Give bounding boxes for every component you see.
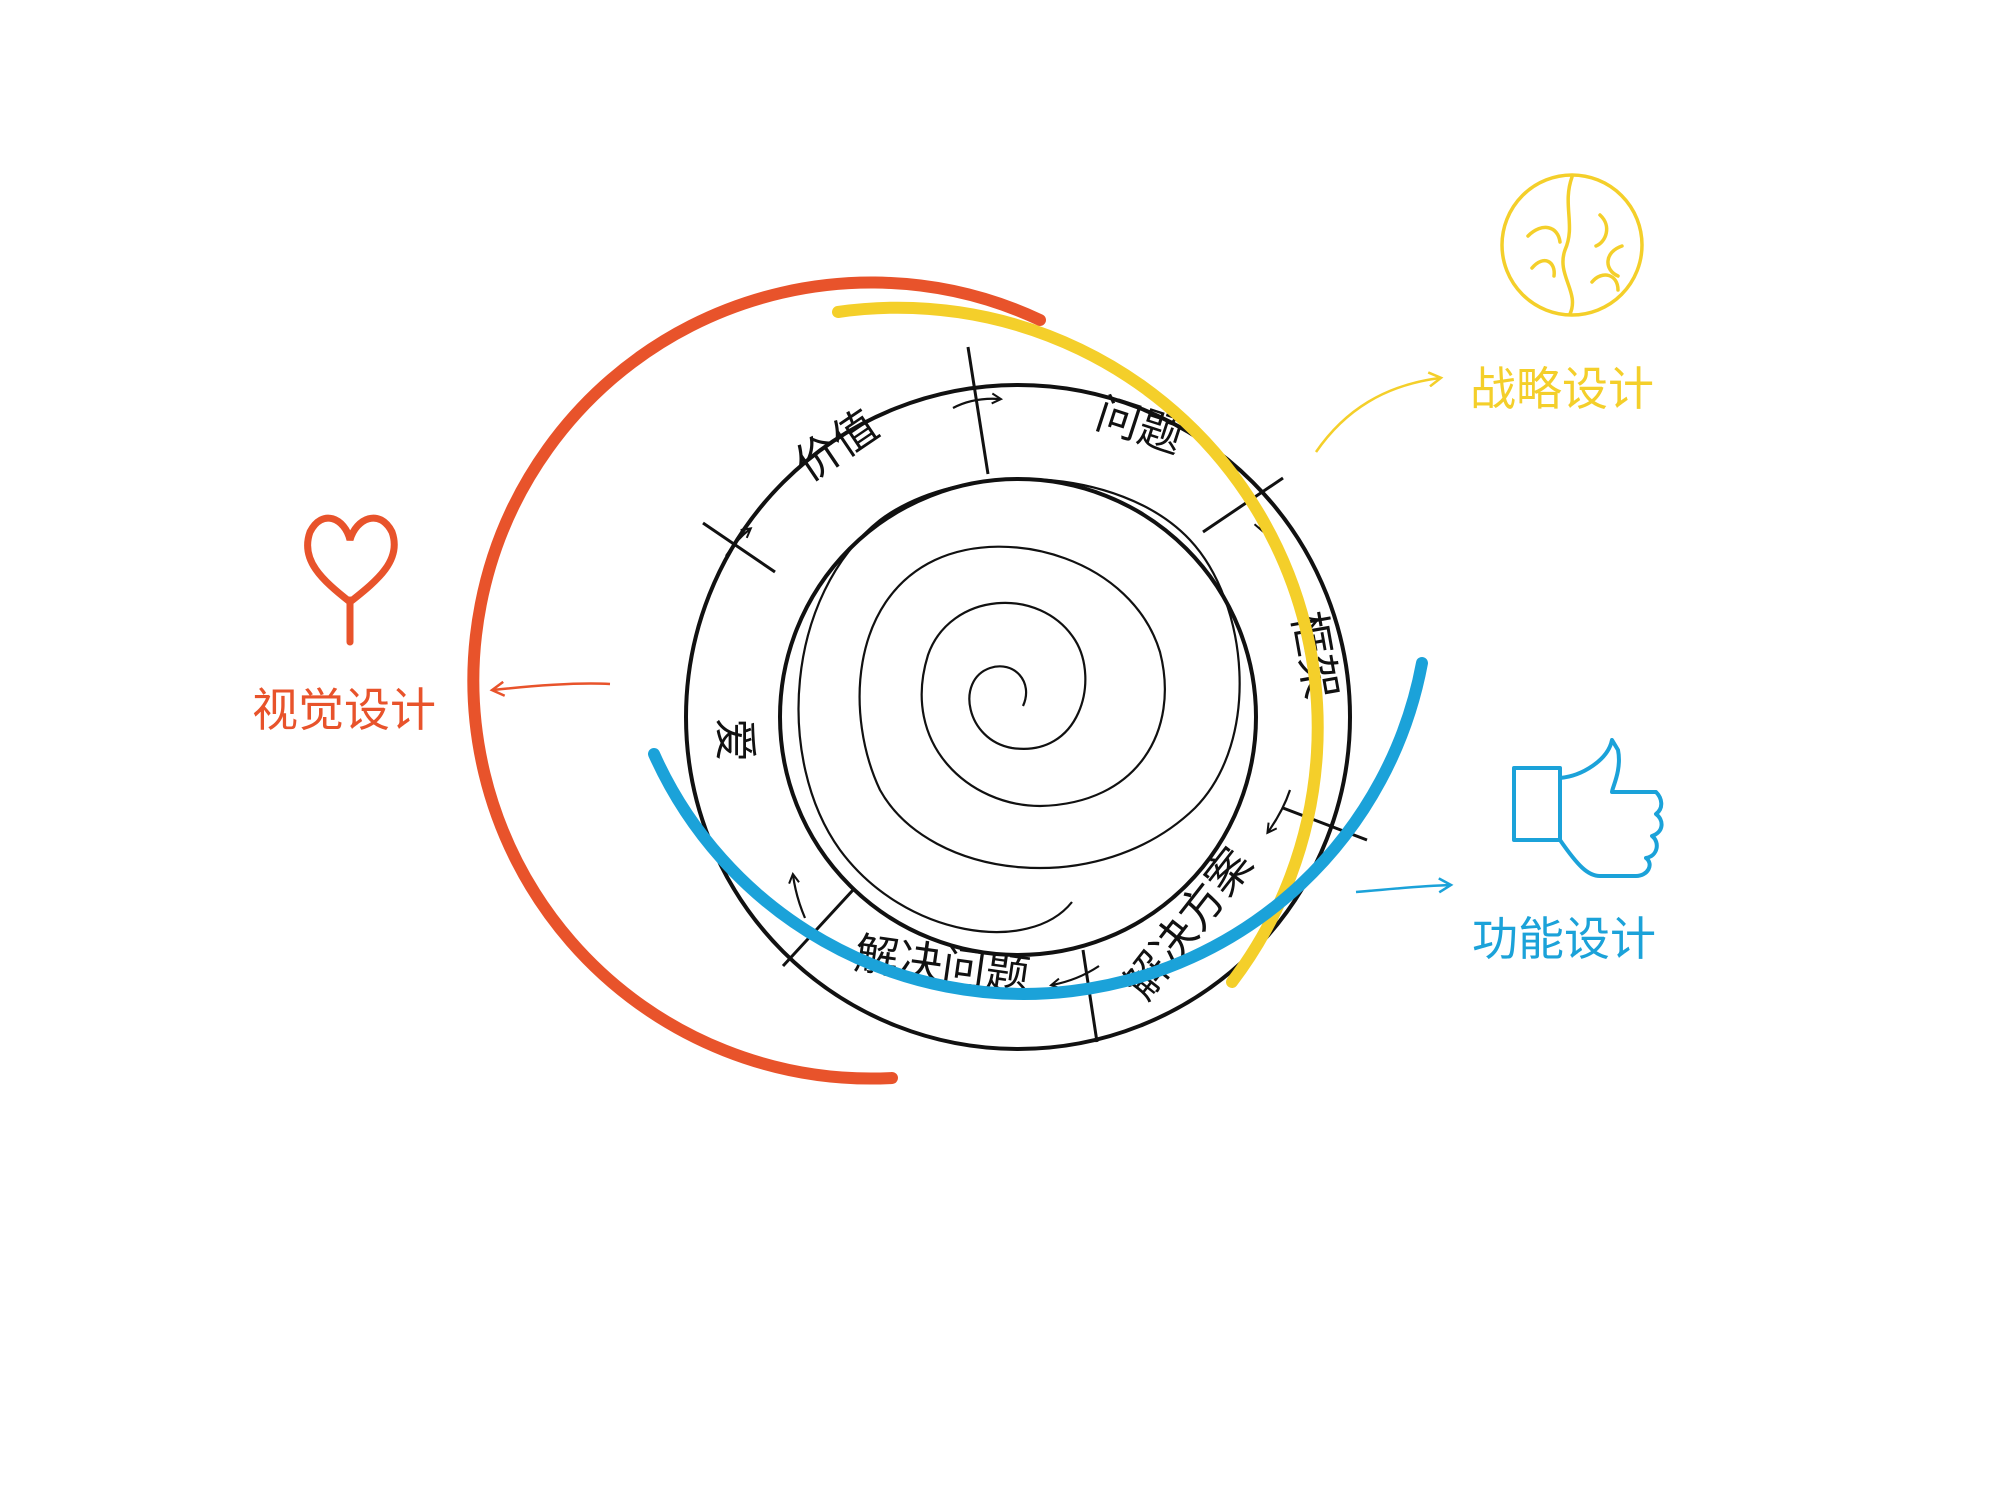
outer-ring xyxy=(684,383,1352,1051)
strategic-connector xyxy=(1314,378,1440,453)
functional-caption: 功能设计 xyxy=(1472,912,1656,966)
inner-ring xyxy=(778,477,1258,957)
visual-caption: 视觉设计 xyxy=(252,683,436,737)
visual-connector xyxy=(493,683,611,690)
ring-dividers xyxy=(702,346,1368,1043)
functional-connector xyxy=(1355,885,1450,892)
ring-label-jiazhi: 价值 xyxy=(786,400,887,491)
thumbs-up-icon xyxy=(1512,738,1664,878)
central-spiral xyxy=(797,477,1241,934)
strategic-caption: 战略设计 xyxy=(1470,362,1654,416)
brain-icon xyxy=(1500,173,1644,317)
functional-arc xyxy=(648,657,1428,1000)
visual-arc xyxy=(467,276,1046,1085)
ring-label-wenti: 问题 xyxy=(1090,388,1189,464)
ring-label-ai: 爱 xyxy=(709,718,760,762)
strategic-arc xyxy=(832,301,1324,988)
heart-icon xyxy=(304,514,398,646)
